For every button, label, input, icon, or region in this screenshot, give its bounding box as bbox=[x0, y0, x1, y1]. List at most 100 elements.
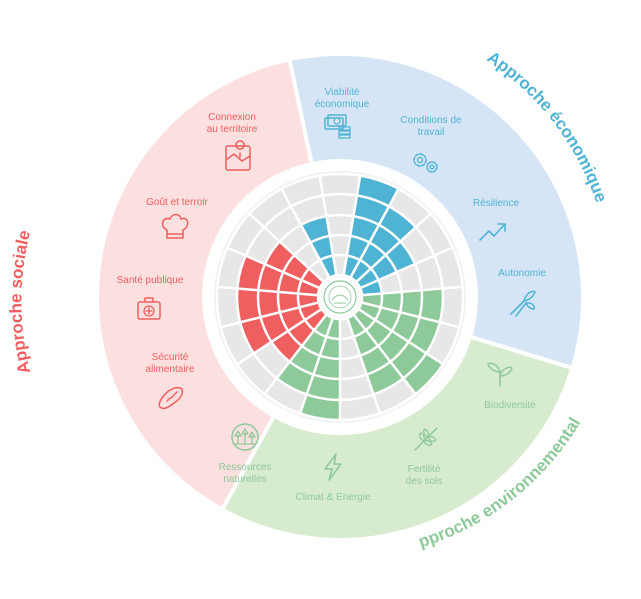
wheel-cell bbox=[220, 322, 254, 365]
wheat-icon bbox=[414, 427, 438, 451]
wheel-separators bbox=[215, 172, 465, 422]
wheel-spoke-line bbox=[280, 188, 331, 279]
criterion-label: Autonomie bbox=[498, 268, 546, 279]
wheel-cell bbox=[346, 235, 370, 261]
wheel-cell bbox=[298, 280, 320, 296]
wheel-level-ring bbox=[316, 273, 364, 321]
wheel-cell bbox=[301, 268, 324, 289]
wheel-spoke-line bbox=[361, 301, 460, 329]
wheel-cell bbox=[396, 264, 422, 292]
criterion-label: Climat & Energie bbox=[295, 492, 370, 503]
criterion-environnemental-2: Climat & Energie bbox=[295, 453, 371, 503]
approach-sectors bbox=[95, 52, 585, 542]
wheel-cell bbox=[319, 255, 337, 278]
wheel-cell bbox=[366, 361, 404, 395]
wheel-cell bbox=[340, 374, 374, 400]
wheel-cell bbox=[388, 188, 431, 228]
wheel-cell bbox=[313, 355, 341, 379]
wheel-cell bbox=[373, 378, 416, 414]
wheel-cell bbox=[415, 255, 443, 291]
wheel-cell bbox=[340, 317, 354, 339]
wheel-cell bbox=[240, 317, 272, 354]
criterion-social-1: Goût et terroir bbox=[146, 197, 209, 239]
wheel-cell bbox=[298, 293, 319, 308]
criterion-label: Biodiversité bbox=[484, 400, 536, 411]
wheel-cell bbox=[380, 291, 402, 313]
wheel-spoke-line bbox=[361, 285, 463, 297]
wheel-cell bbox=[400, 290, 422, 318]
pruning-shears-icon bbox=[510, 290, 536, 317]
wheel-spoke-line bbox=[349, 188, 400, 279]
criterion-label: Résilience bbox=[473, 198, 520, 209]
criterion-economique-2: Résilience bbox=[473, 198, 520, 241]
wheel-cell bbox=[281, 175, 324, 207]
wheel-level-ring bbox=[256, 213, 424, 381]
wheel-cell bbox=[350, 260, 371, 283]
wheel-cell bbox=[264, 206, 301, 242]
wheel-cell bbox=[419, 288, 443, 323]
first-aid-kit-icon bbox=[137, 297, 161, 320]
criterion-label: Goût et terroir bbox=[146, 197, 208, 208]
wheel-cell bbox=[390, 341, 427, 379]
wheel-spoke-line bbox=[263, 313, 328, 395]
wheel-cell bbox=[329, 235, 351, 256]
wheel-cell bbox=[278, 291, 300, 313]
wheel-cell bbox=[264, 378, 307, 414]
wheel-spoke-line bbox=[318, 175, 338, 276]
wheel-spoke-line bbox=[298, 317, 335, 414]
wheel-cell bbox=[378, 272, 402, 294]
wheel-cell bbox=[415, 213, 453, 256]
wheel-cell bbox=[276, 361, 314, 395]
wheel-cell bbox=[375, 307, 401, 331]
wheel-cell bbox=[319, 174, 361, 196]
wheel-cell bbox=[258, 290, 280, 318]
chef-hat-icon bbox=[161, 213, 189, 239]
wheel-spoke-line bbox=[359, 246, 454, 290]
wheel-cell bbox=[356, 268, 379, 289]
wheel-spoke-line bbox=[342, 175, 362, 276]
wheel-cell bbox=[279, 307, 305, 331]
wheel-cell bbox=[216, 286, 241, 328]
map-icon bbox=[225, 140, 251, 171]
wheel-cell bbox=[237, 353, 277, 395]
bread-icon bbox=[158, 387, 184, 410]
lightning-icon bbox=[324, 453, 342, 481]
wheel-cell bbox=[439, 286, 463, 328]
wheel-cell bbox=[356, 175, 399, 207]
money-icon bbox=[324, 114, 351, 139]
criterion-environnemental-0: Biodiversité bbox=[484, 362, 536, 411]
wheel-cell bbox=[340, 394, 380, 420]
wheel-spoke-line bbox=[220, 301, 319, 329]
wheel-level-ring bbox=[276, 233, 404, 361]
wheel-cell bbox=[249, 188, 291, 228]
wheel-cell bbox=[378, 206, 416, 242]
criterion-economique-3: Autonomie bbox=[498, 268, 546, 317]
wheel-cell bbox=[326, 215, 354, 236]
criterion-label: Santé publique bbox=[117, 275, 184, 286]
wheel-cell bbox=[408, 317, 440, 354]
sector-social-background bbox=[95, 56, 315, 513]
forest-icon bbox=[231, 423, 259, 451]
wheel-cell bbox=[310, 235, 334, 261]
wheel-cell bbox=[360, 280, 382, 296]
wheel-level-ring bbox=[215, 172, 465, 422]
wheel-spoke-line bbox=[217, 285, 319, 297]
wheel-cell bbox=[237, 255, 265, 291]
sprout-icon bbox=[487, 362, 513, 387]
wheel-cell bbox=[426, 322, 460, 365]
wheel-spoke-line bbox=[248, 212, 325, 284]
emblem-icon bbox=[320, 277, 360, 317]
wheel-cell bbox=[343, 255, 360, 278]
